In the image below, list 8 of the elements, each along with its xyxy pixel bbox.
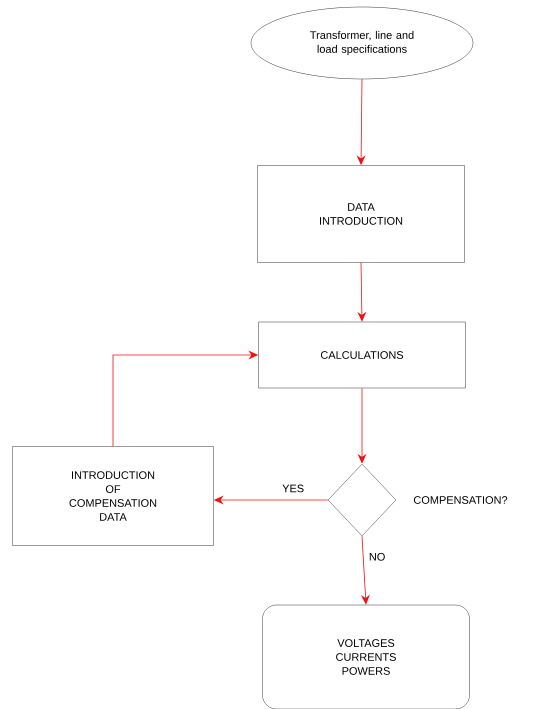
process-box: INTRODUCTION OF COMPENSATION DATA [12,446,214,546]
process-box: DATA INTRODUCTION [257,165,465,263]
end-box: VOLTAGES CURRENTS POWERS [262,604,470,709]
node-caption: COMPENSATION? [414,496,508,504]
edge-label: NO [367,551,387,562]
edge-label: YES [280,483,306,494]
decision-diamond [328,464,396,536]
process-box: CALCULATIONS [258,322,466,388]
